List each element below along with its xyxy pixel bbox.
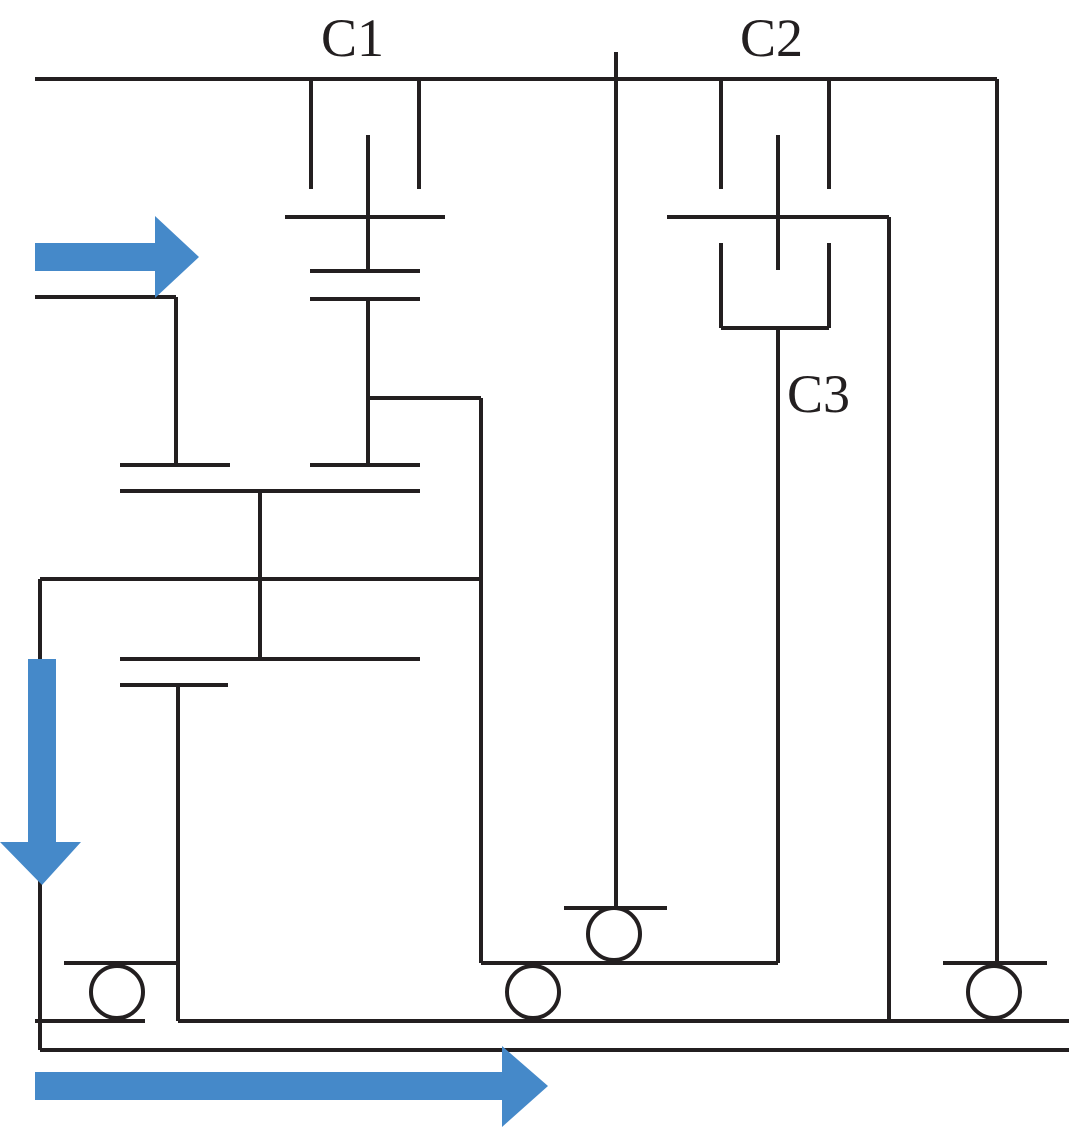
lower-links [35,961,1069,1052]
input-shaft [35,295,420,1021]
clutch-c2 [667,79,891,1021]
output-flow-arrow [35,1046,548,1127]
center-shaft [564,52,667,910]
c1-label: C1 [321,8,384,68]
bearing-right [966,964,1022,1020]
input-flow-arrow [35,216,199,298]
bearing-center-left [505,964,561,1020]
c3-label: C3 [787,364,850,424]
bearing-left [89,964,145,1020]
down-flow-arrow [0,659,81,885]
c2-label: C2 [740,8,803,68]
clutch-c1 [285,79,483,963]
bearing-center [586,906,642,962]
housing-top [35,77,999,963]
clutch-c3 [719,243,831,963]
